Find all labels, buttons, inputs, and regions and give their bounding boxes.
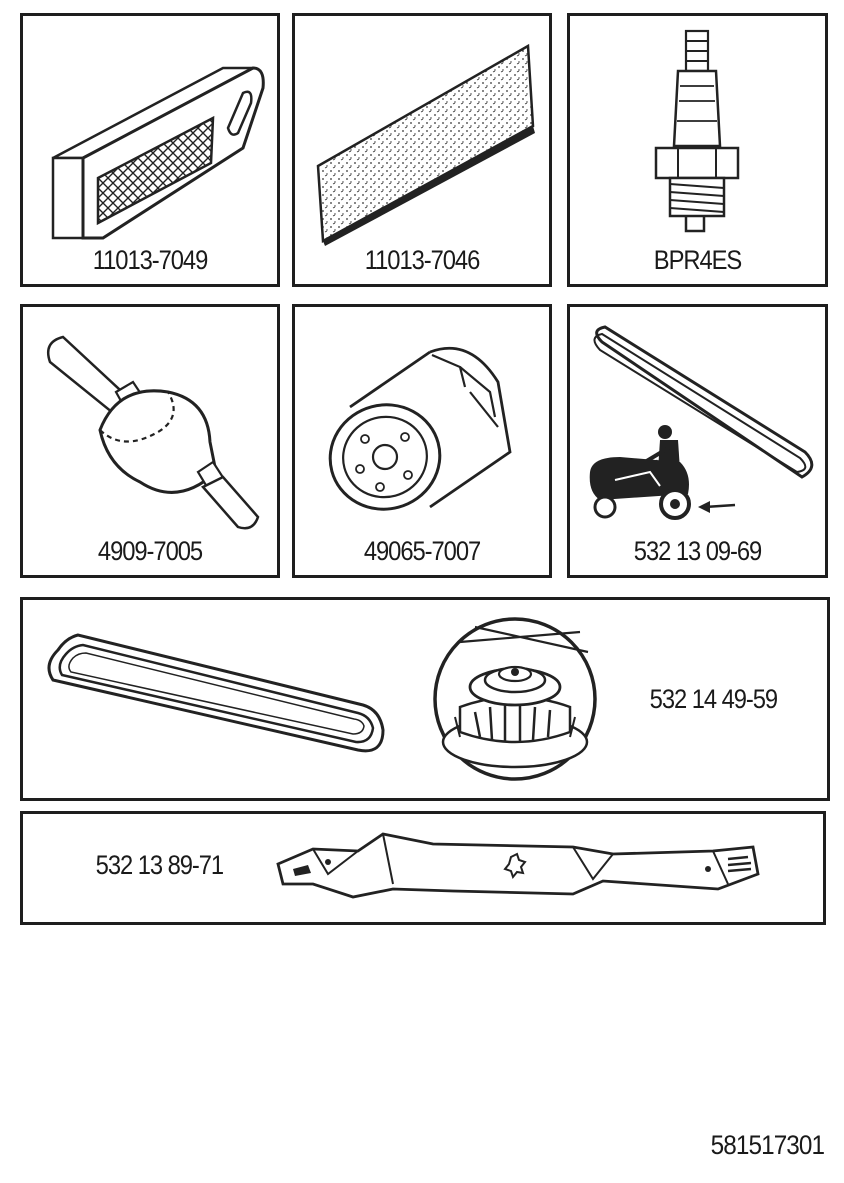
part-number: 532 13 09-69	[633, 536, 762, 566]
deck-belt-pulley-icon	[433, 617, 597, 781]
part-number: BPR4ES	[653, 245, 742, 275]
mower-blade-icon	[276, 832, 760, 899]
part-number: 532 14 49-59	[649, 684, 778, 714]
fuel-filter-icon	[46, 335, 260, 530]
part-number: 49065-7007	[363, 536, 481, 566]
part-number: 11013-7046	[364, 245, 481, 275]
air-filter-icon	[51, 66, 265, 240]
part-card-mower-blade: 532 13 89-71	[20, 811, 826, 925]
document-number: 581517301	[710, 1130, 824, 1160]
part-card-drive-belt: 532 13 09-69	[567, 304, 828, 578]
drive-belt-icon	[589, 325, 814, 520]
spark-plug-icon	[654, 29, 740, 233]
part-number: 532 13 89-71	[95, 850, 224, 880]
part-number: 4909-7005	[97, 536, 203, 566]
part-card-air-filter: 11013-7049	[20, 13, 280, 287]
part-number: 11013-7049	[92, 245, 209, 275]
part-card-oil-filter: 49065-7007	[292, 304, 552, 578]
part-card-spark-plug: BPR4ES	[567, 13, 828, 287]
drive-belt-icon	[47, 633, 385, 753]
oil-filter-icon	[328, 347, 512, 511]
part-card-deck-belt-pulley: 532 14 49-59	[20, 597, 830, 801]
pre-filter-icon	[316, 43, 535, 246]
part-card-fuel-filter: 4909-7005	[20, 304, 280, 578]
part-card-pre-filter: 11013-7046	[292, 13, 552, 287]
